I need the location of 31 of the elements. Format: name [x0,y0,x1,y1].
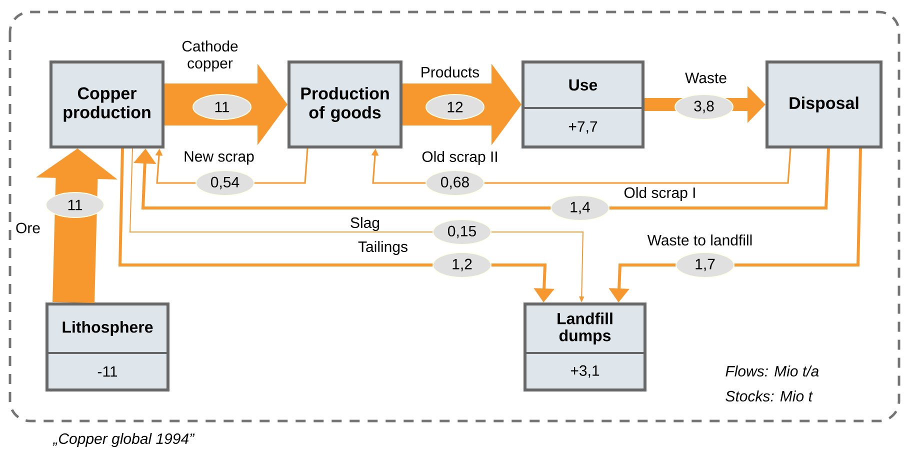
flow-label: Products [422,66,480,78]
process-box: Copper production [50,60,164,148]
edge-label: 1,4 [550,195,610,221]
edge-label: 0,68 [426,170,484,196]
edge-label: 3,8 [674,94,734,120]
edge-label: 0,54 [196,170,254,196]
process-box: Disposal [766,60,882,148]
flow-label: Flows: Mio t/a [726,366,819,376]
edge-label: 12 [426,94,484,120]
process-box: Use +7,7 [522,60,644,148]
flow-label: Stocks: Mio t [726,390,813,402]
flow-label: Old scrap I [624,187,695,201]
edge-label: 11 [192,94,252,120]
edge-label: 1,2 [432,252,492,278]
flow-label: Old scrap II [422,151,497,165]
process-box: Landfill dumps +3,1 [524,302,646,392]
arrow [134,148,830,210]
flow-label: Slag [350,217,380,231]
edge-label: 0,15 [432,219,492,245]
process-box: Lithosphere -11 [46,302,170,392]
flow-label: Waste [685,72,726,84]
caption: „Copper global 1994” [52,433,195,447]
flow-label: Ore [16,222,40,234]
edge-label: 11 [46,192,104,218]
flow-label: Cathode copper [182,40,238,72]
flow-label: New scrap [184,151,254,165]
flow-label: Waste to landfill [647,234,752,246]
process-box: Production of goods [288,60,402,148]
flow-label: Tailings [358,241,408,255]
arrow [371,148,792,184]
edge-label: 1,7 [676,252,734,278]
